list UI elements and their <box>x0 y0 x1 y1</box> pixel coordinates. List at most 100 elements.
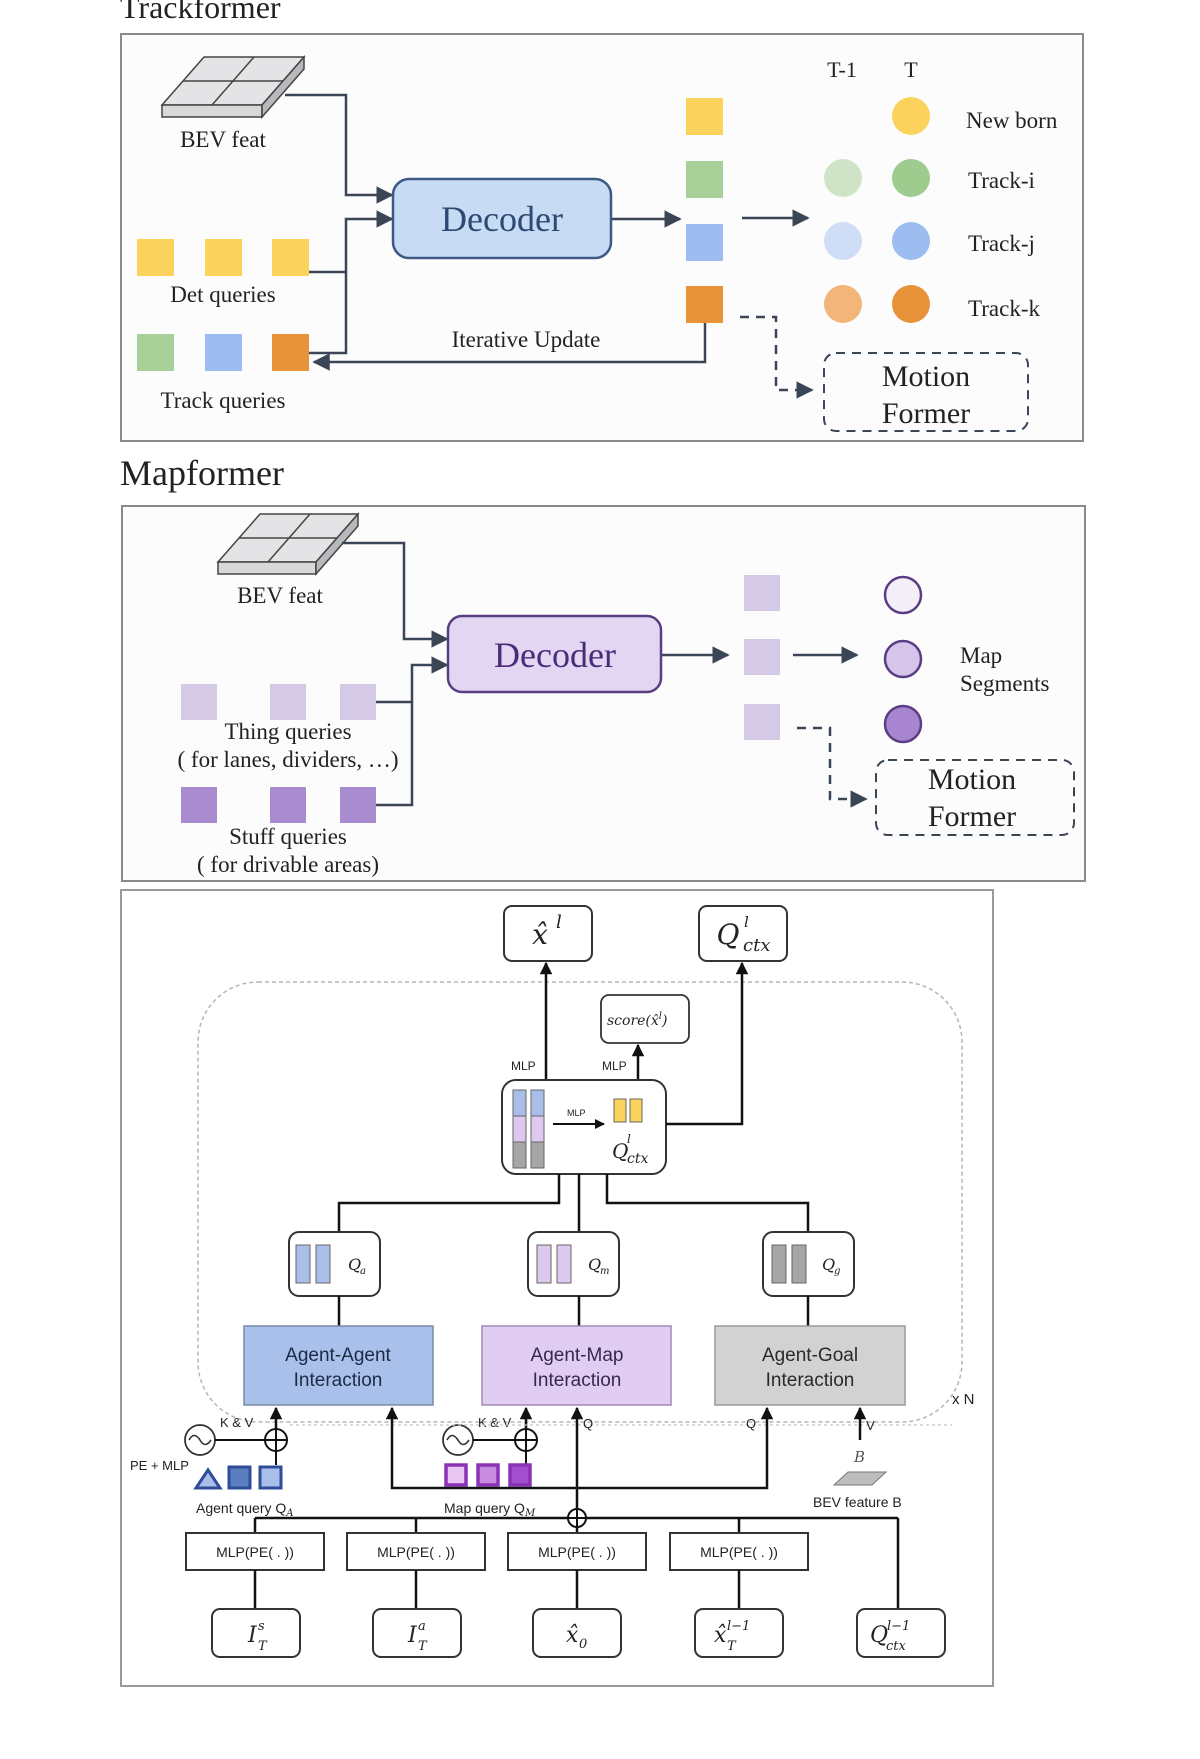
svg-text:MLP(PE( . )): MLP(PE( . )) <box>216 1544 294 1560</box>
agent-square-icon <box>258 1465 283 1490</box>
map-segments-label-1: Map <box>960 643 1002 668</box>
svg-text:MLP(PE( . )): MLP(PE( . )) <box>538 1544 616 1560</box>
stuff-query-square <box>181 787 217 823</box>
track-circle-i-prev <box>824 159 862 197</box>
output-query-square <box>686 98 723 135</box>
sine-wave-icon <box>446 1434 470 1446</box>
query-box-qg: Q g <box>762 1231 855 1297</box>
trackformer-motion-former-box <box>823 352 1029 432</box>
svg-text:Q: Q <box>348 1255 361 1274</box>
score-box <box>600 994 690 1044</box>
query-box-qm: Q m <box>527 1231 620 1297</box>
svg-text:I: I <box>247 1623 258 1648</box>
map-output-square <box>744 704 780 740</box>
svg-text:I: I <box>407 1623 418 1648</box>
mlp-pe-box <box>507 1532 647 1571</box>
thing-query-square <box>181 684 217 720</box>
output-trajectory-box <box>503 905 593 962</box>
trackformer-decoder-label: Decoder <box>441 199 563 239</box>
svg-text:l−1: l−1 <box>727 1619 750 1634</box>
kv-label-agent: K & V <box>220 1415 254 1430</box>
map-square-icon <box>444 1463 468 1487</box>
output-context-symbol: Q <box>717 918 740 951</box>
sine-wave-icon <box>188 1434 212 1446</box>
agent-goal-label-2: Interaction <box>766 1370 855 1391</box>
repeat-label: x N <box>952 1391 975 1408</box>
time-label-current: T <box>904 57 918 82</box>
svg-text:0: 0 <box>579 1637 587 1652</box>
map-output-square <box>744 575 780 611</box>
trackformer-title: Trackformer <box>120 0 281 25</box>
agent-agent-interaction-box <box>243 1325 434 1406</box>
trackformer-to-motion-dashed-arrow <box>740 315 814 399</box>
input-box-prev-context: Q l−1 ctx <box>856 1608 946 1658</box>
svg-text:l−1: l−1 <box>887 1619 910 1634</box>
svg-text:MLP(PE( . )): MLP(PE( . )) <box>377 1544 455 1560</box>
mapformer-section: Mapformer BEV feat Thing queries ( for l… <box>120 453 1086 882</box>
trackformer-section: Trackformer BEV feat Det queries Track q… <box>120 0 1084 442</box>
thing-queries-label: Thing queries <box>224 719 351 744</box>
row-label-track-j: Track-j <box>968 231 1035 256</box>
map-segment-circle <box>883 639 923 679</box>
bev-feature-label: BEV feature B <box>813 1494 902 1510</box>
map-segment-circle <box>883 704 923 744</box>
stuff-query-square <box>270 787 306 823</box>
bev-to-decoder-arrow <box>285 93 394 204</box>
trackformer-motion-label-2: Former <box>882 397 970 430</box>
track-query-square <box>272 334 309 371</box>
bev-feat-icon <box>160 55 306 119</box>
agent-agent-label-1: Agent-Agent <box>285 1345 391 1366</box>
iterative-update-label: Iterative Update <box>452 327 601 352</box>
mapformer-decoder-box <box>446 614 663 694</box>
agent-map-label-2: Interaction <box>533 1370 622 1391</box>
motionformer-section: x N x̂ l Q l ctx score(x̂l) MLP MLP MLP <box>120 889 994 1687</box>
det-query-square <box>205 239 242 276</box>
track-queries-label: Track queries <box>161 388 286 413</box>
map-output-square <box>744 639 780 675</box>
output-query-square <box>686 161 723 198</box>
b-label: B <box>853 1448 865 1466</box>
mlp-label-score: MLP <box>602 1059 627 1073</box>
track-circle-k-prev <box>824 285 862 323</box>
map-square-icon <box>508 1463 532 1487</box>
bev-feat-icon <box>216 512 360 576</box>
svg-text:s: s <box>258 1619 265 1634</box>
fusion-to-qa-line <box>337 1174 561 1232</box>
track-circle-i <box>892 159 930 197</box>
svg-text:a: a <box>418 1619 426 1634</box>
map-segment-circle <box>883 575 923 615</box>
fusion-ctx-symbol: Q <box>612 1139 628 1163</box>
context-bar <box>613 1098 627 1123</box>
det-query-square <box>272 239 309 276</box>
map-segments-label-2: Segments <box>960 671 1049 696</box>
input-box-initial-trajectory: x̂ 0 <box>532 1608 622 1658</box>
map-query-label: Map query QM <box>444 1500 536 1519</box>
output-context-sup: l <box>744 913 749 931</box>
row-label-track-i: Track-i <box>968 168 1035 193</box>
thing-query-square <box>340 684 376 720</box>
svg-text:T: T <box>258 1639 268 1654</box>
fusion-ctx-sub: ctx <box>627 1151 648 1167</box>
mlp-pe-box <box>346 1532 486 1571</box>
svg-text:T: T <box>727 1639 737 1654</box>
input-box-prev-trajectory: x̂ l−1 T <box>694 1608 784 1658</box>
svg-text:m: m <box>600 1266 609 1277</box>
q-label-goal: Q <box>746 1416 756 1431</box>
q-to-agent-agent-arrow <box>385 1406 577 1490</box>
map-queries-to-decoder-arrow <box>376 656 449 807</box>
mapformer-decoder-label: Decoder <box>494 635 616 675</box>
mapformer-motion-label-2: Former <box>928 800 1016 833</box>
input-boxes: I s T I a T x̂ 0 x̂ l−1 T <box>211 1608 946 1658</box>
v-label: V <box>866 1418 875 1433</box>
agent-triangle-icon <box>193 1467 223 1490</box>
agent-map-interaction-box <box>481 1325 672 1406</box>
output-context-box <box>698 905 788 962</box>
svg-text:T: T <box>418 1639 428 1654</box>
q-to-agent-goal-arrow <box>577 1406 774 1490</box>
agent-goal-interaction-box <box>714 1325 906 1406</box>
queries-to-decoder-arrow <box>309 210 394 355</box>
track-circle-new-born <box>892 97 930 135</box>
repeat-block-outline <box>197 981 963 1423</box>
output-context-sub: ctx <box>743 935 770 956</box>
svg-text:x̂: x̂ <box>566 1623 579 1648</box>
